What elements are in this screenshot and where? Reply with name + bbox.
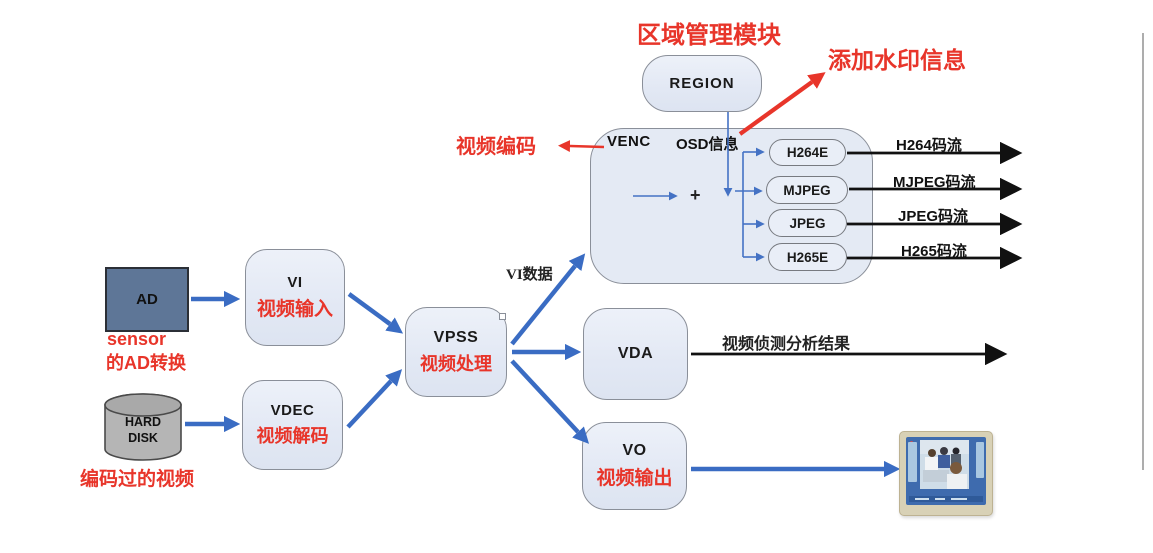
encoder-jpeg: JPEG — [768, 209, 847, 237]
hard-disk-line2: DISK — [128, 431, 158, 446]
sensor-annotation-line1: sensor — [107, 329, 167, 349]
vi-sublabel: 视频输入 — [256, 299, 333, 320]
vi-data-label: VI数据 — [506, 267, 553, 283]
venc-label: VENC — [607, 133, 651, 150]
encoded-video-annotation: 编码过的视频 — [80, 469, 195, 490]
video-frame-photo — [920, 440, 969, 489]
vdec-to-vpss-arrow — [346, 369, 403, 429]
h265-stream-label: H265码流 — [901, 243, 967, 260]
selection-handle — [499, 313, 506, 320]
h265e-label: H265E — [786, 249, 829, 265]
ad-label: AD — [136, 291, 158, 308]
region-module-annotation: 区域管理模块 — [637, 22, 781, 49]
vda-label: VDA — [617, 345, 654, 362]
h264e-label: H264E — [786, 145, 829, 160]
bottom-bar-segment — [935, 498, 945, 500]
mjpeg-label: MJPEG — [783, 182, 831, 198]
sensor-annotation-line2: 的AD转换 — [106, 353, 186, 373]
cylinder-shape — [104, 393, 182, 461]
encoder-h265e: H265E — [768, 243, 847, 271]
hard-disk-line1: HARD — [124, 415, 162, 429]
screen-right-toolbar — [976, 442, 984, 478]
vdec-node: VDEC 视频解码 — [242, 380, 343, 470]
osd-info-label: OSD信息 — [676, 136, 739, 153]
vi-to-vpss-arrow — [347, 292, 404, 334]
display-monitor — [899, 431, 993, 516]
mixer-plus-sign: + — [690, 185, 701, 205]
monitor-screen — [906, 437, 986, 505]
jpeg-stream-label: JPEG码流 — [898, 208, 969, 225]
video-encode-annotation: 视频编码 — [456, 136, 536, 158]
vo-sublabel: 视频输出 — [596, 468, 673, 489]
vdec-sublabel: 视频解码 — [256, 426, 329, 446]
hard-disk-label: HARD DISK — [103, 414, 183, 447]
ad-node: AD — [105, 267, 189, 332]
screen-left-toolbar — [908, 442, 917, 482]
encoder-mjpeg: MJPEG — [766, 176, 848, 204]
region-label: REGION — [669, 75, 735, 92]
screen-bottom-bar — [909, 496, 983, 502]
encoder-h264e: H264E — [769, 139, 846, 166]
add-watermark-annotation: 添加水印信息 — [828, 47, 966, 73]
vpss-node: VPSS 视频处理 — [405, 307, 507, 397]
hard-disk-cylinder — [103, 392, 183, 462]
vpss-to-vo-arrow — [510, 359, 590, 444]
vo-node: VO 视频输出 — [582, 422, 687, 510]
vda-node: VDA — [583, 308, 688, 400]
vi-label: VI — [287, 274, 303, 291]
vpss-label: VPSS — [433, 328, 479, 346]
mjpeg-stream-label: MJPEG码流 — [893, 174, 976, 191]
vpss-sublabel: 视频处理 — [420, 353, 492, 374]
vo-label: VO — [622, 442, 647, 459]
vda-result-label: 视频侦测分析结果 — [722, 336, 851, 353]
jpeg-label: JPEG — [789, 215, 826, 231]
bottom-bar-segment — [915, 498, 929, 500]
people-photo-illustration — [920, 440, 969, 489]
h264-stream-label: H264码流 — [896, 137, 962, 154]
vdec-label: VDEC — [270, 402, 315, 419]
vi-node: VI 视频输入 — [245, 249, 345, 346]
region-node: REGION — [642, 55, 762, 112]
bottom-bar-segment — [951, 498, 967, 500]
